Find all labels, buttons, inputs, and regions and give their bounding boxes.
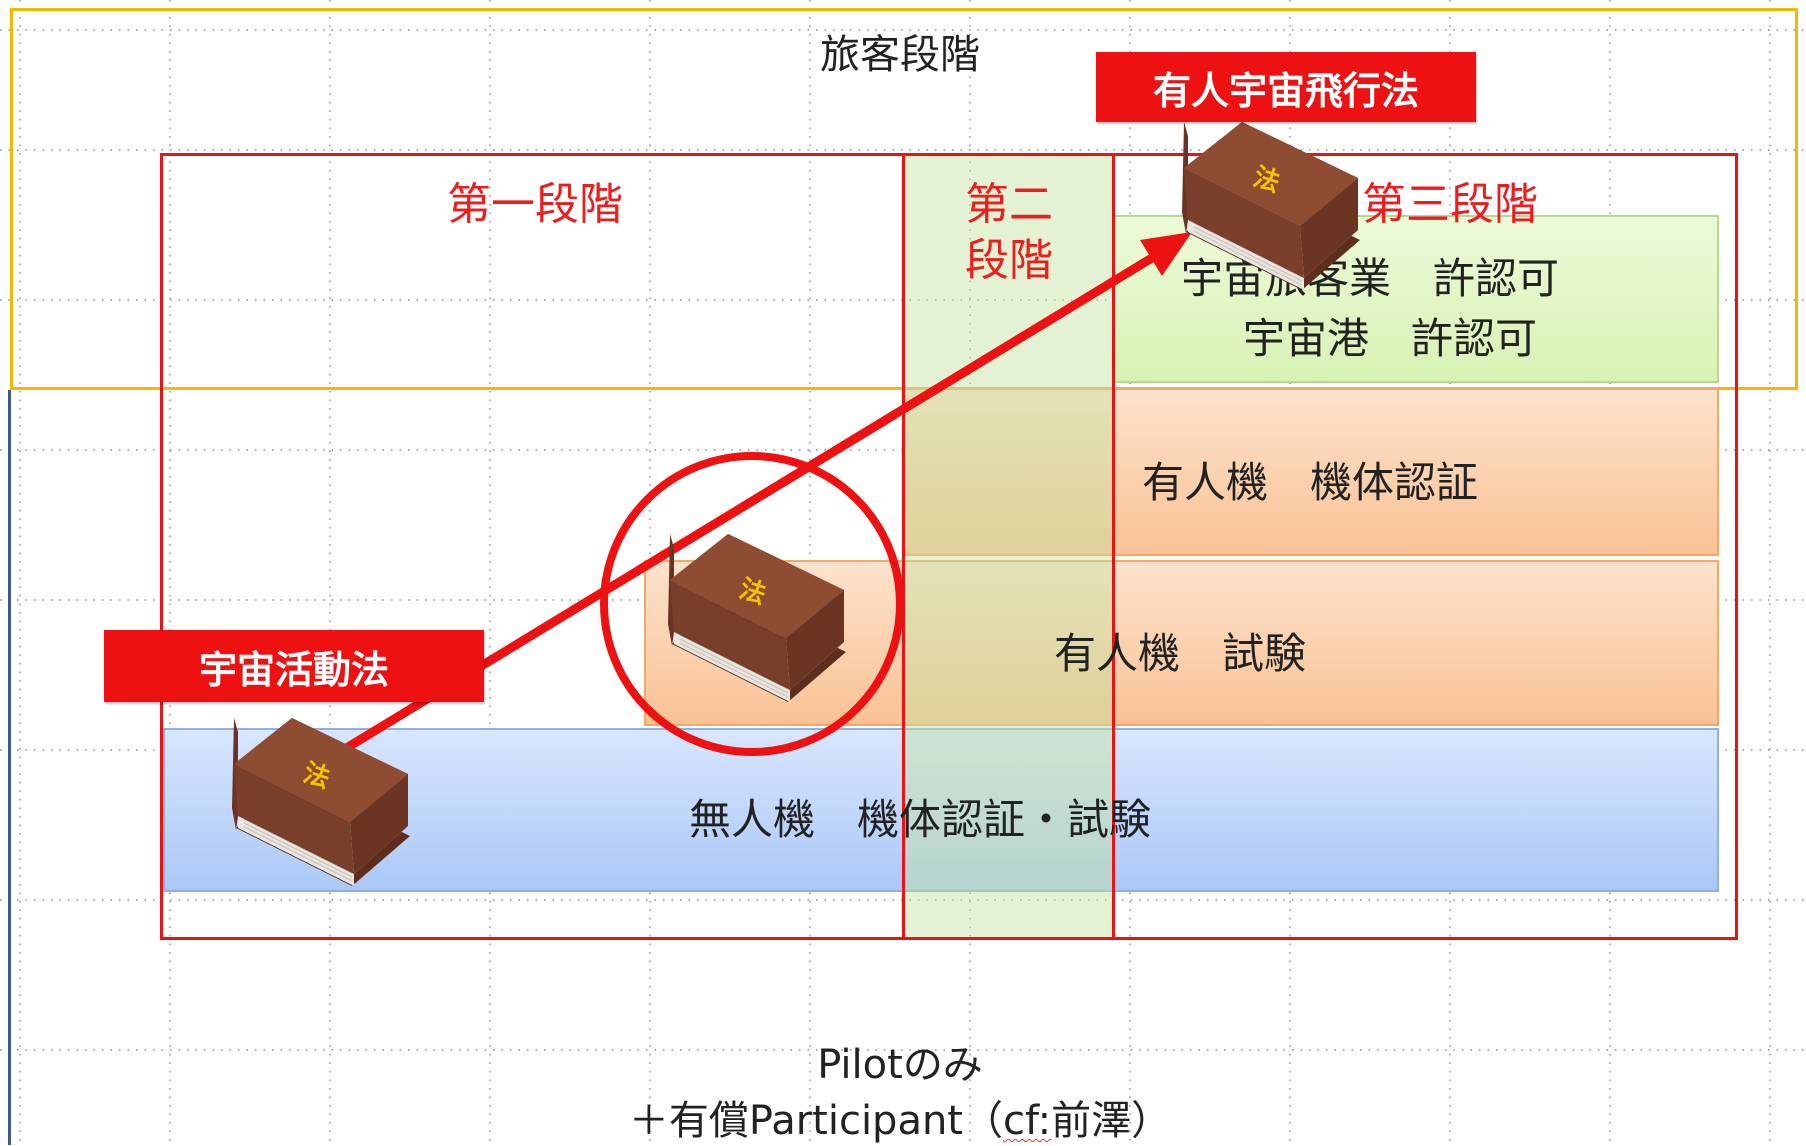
footer-line-2-cf: cf: [1003, 1098, 1052, 1144]
passenger-stage-title: 旅客段階 [820, 32, 980, 78]
space-license-text-1: 宇宙旅客業 許認可 [1180, 254, 1559, 303]
unmanned-text: 無人機 機体認証・試験 [688, 795, 1151, 844]
footer-line-2-suffix: 前澤） [1051, 1098, 1172, 1144]
stage-frame-outer [160, 153, 1738, 940]
footer-line-1: Pilotのみ [817, 1042, 983, 1088]
footer-line-2: ＋有償Participant（cf:前澤） [560, 1088, 1240, 1146]
footer-line-2-prefix: ＋有償Participant（ [628, 1098, 1003, 1144]
stage-first-label: 第一段階 [447, 179, 623, 230]
space-activities-act-tag: 宇宙活動法 [104, 630, 484, 702]
stage-third-label: 第三段階 [1362, 179, 1538, 230]
manned-test-text: 有人機 試験 [1053, 629, 1306, 678]
stage-second-label-line1: 第二 [965, 179, 1053, 230]
human-spaceflight-act-tag: 有人宇宙飛行法 [1096, 52, 1476, 122]
left-frame-line [8, 390, 11, 1145]
manned-cert-text: 有人機 機体認証 [1141, 458, 1478, 507]
space-license-text-2: 宇宙港 許認可 [1242, 314, 1537, 363]
stage-second-label-line2: 段階 [965, 235, 1053, 286]
